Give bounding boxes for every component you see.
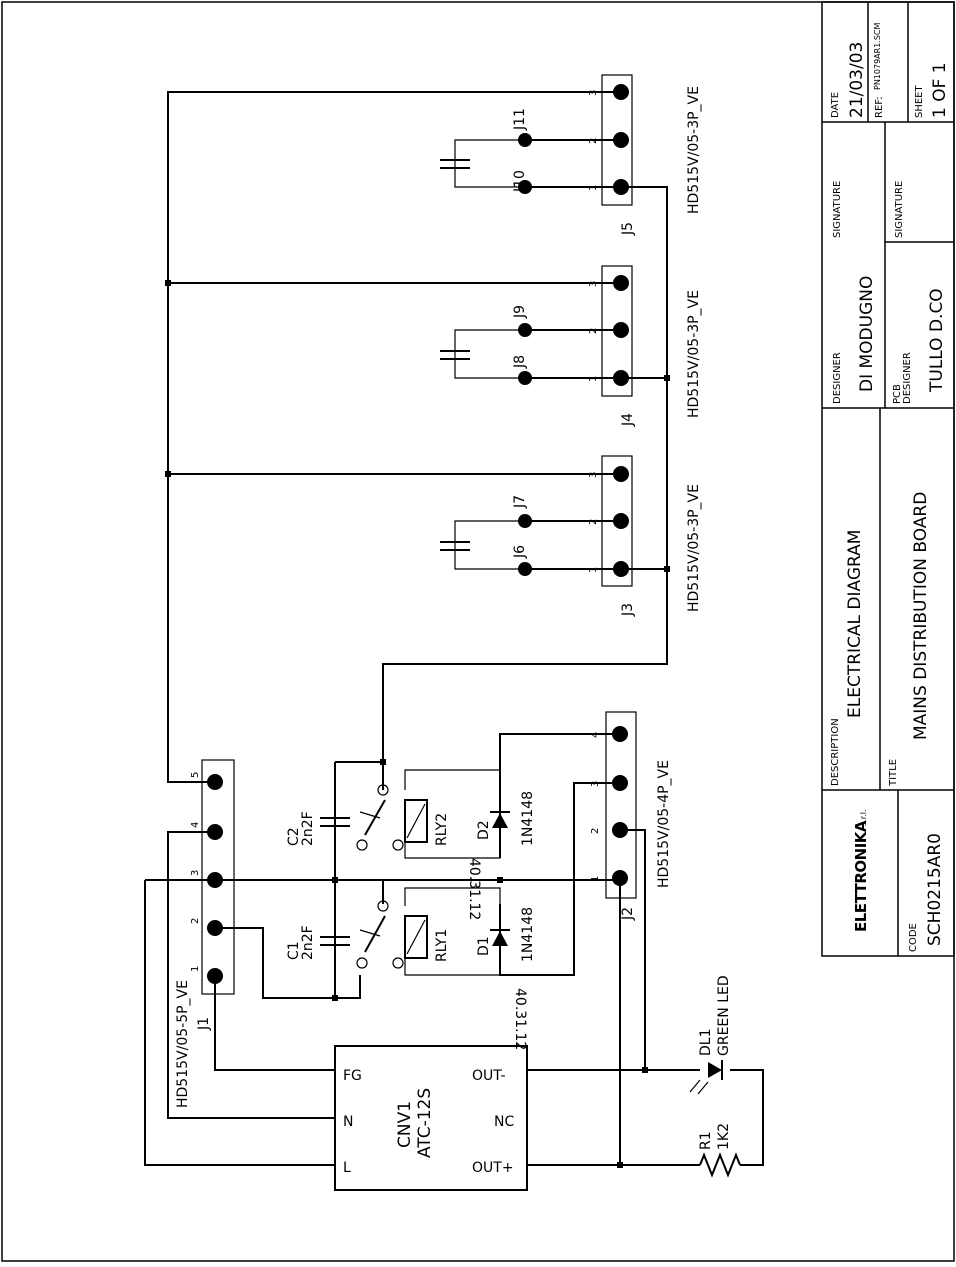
signature-label: SIGNATURE xyxy=(832,181,843,238)
title-label: TITLE xyxy=(888,759,899,787)
j4-ref: J4 xyxy=(620,413,636,427)
c2-ref: C2 xyxy=(286,827,302,846)
date-value: 21/03/03 xyxy=(847,42,867,118)
j1-pin-label-1: 1 xyxy=(190,966,201,972)
connector-j5: 3 2 1 HD515V/05-3P_VE J5 xyxy=(588,74,702,236)
wiring xyxy=(144,91,764,1168)
designer-value: DI MODUGNO xyxy=(857,276,877,392)
j5-value: HD515V/05-3P_VE xyxy=(686,86,702,214)
connector-j4: 3 2 1 HD515V/05-3P_VE J4 xyxy=(588,265,702,427)
j2-pin-label-1: 1 xyxy=(590,876,601,882)
j6-ref: J6 xyxy=(512,545,528,559)
description-label: DESCRIPTION xyxy=(830,718,841,786)
signature-label-pcb: SIGNATURE xyxy=(894,181,905,238)
rly1-ref: RLY1 xyxy=(434,929,450,962)
cnv1-pin-fg: FG xyxy=(343,1068,362,1084)
title-block: DATE 21/03/03 REF: PN1079AR1.SCM SHEET 1… xyxy=(821,1,955,957)
j3-value: HD515V/05-3P_VE xyxy=(686,484,702,612)
j4-value: HD515V/05-3P_VE xyxy=(686,290,702,418)
jumpers-j6-j7: J6 J7 xyxy=(440,495,621,576)
led-dl1: DL1 GREEN LED xyxy=(689,975,732,1095)
dl1-ref: DL1 xyxy=(698,1029,714,1057)
code-value: SCH0215AR0 xyxy=(925,833,945,946)
j2-ref: J2 xyxy=(620,907,636,921)
c1-value: 2n2F xyxy=(300,925,316,960)
j2-value: HD515V/05-4P_VE xyxy=(656,760,672,888)
sheet-label: SHEET xyxy=(914,84,925,118)
dl1-value: GREEN LED xyxy=(716,975,732,1056)
j8-ref: J8 xyxy=(512,355,528,369)
connector-j2: 4 3 2 1 HD515V/05-4P_VE J2 xyxy=(590,711,672,921)
j1-pin-label-3: 3 xyxy=(190,870,201,876)
sheet-value: 1 OF 1 xyxy=(930,62,950,118)
jumpers-j8-j9: J8 J9 xyxy=(440,305,621,385)
relay-rly2: RLY2 40.31.12 40.31.12 xyxy=(356,784,482,920)
designer-label: DESIGNER xyxy=(832,352,843,404)
r1-value: 1K2 xyxy=(716,1123,732,1150)
j1-pin-label-5: 5 xyxy=(190,772,201,778)
company-logo: ELETTRONIKA s.r.l. xyxy=(852,809,870,932)
j11-ref: J11 xyxy=(512,108,528,131)
j1-pin-label-4: 4 xyxy=(190,822,201,828)
j9-ref: J9 xyxy=(512,305,528,319)
cnv1-pin-out-minus: OUT- xyxy=(472,1068,506,1084)
converter-cnv1: FG N L OUT- NC OUT+ CNV1 ATC-12S xyxy=(334,1045,528,1191)
resistor-r1: R1 1K2 xyxy=(698,1123,741,1178)
cnv1-pin-out-plus: OUT+ xyxy=(472,1160,514,1176)
d1-ref: D1 xyxy=(476,936,492,956)
d2-ref: D2 xyxy=(476,820,492,840)
j1-value: HD515V/05-5P_VE xyxy=(175,980,191,1108)
jumpers-j10-j11: J10 J11 xyxy=(440,108,621,194)
connector-j3: 3 2 1 HD515V/05-3P_VE J3 xyxy=(588,455,702,617)
cnv1-pin-l: L xyxy=(343,1160,351,1176)
description-value: ELECTRICAL DIAGRAM xyxy=(845,530,865,718)
j7-ref: J7 xyxy=(512,495,528,509)
svg-text:s.r.l.: s.r.l. xyxy=(859,809,868,826)
diode-d1: D1 1N4148 xyxy=(476,907,536,962)
diode-d2: D2 1N4148 xyxy=(476,791,536,846)
cnv1-ref: CNV1 xyxy=(395,1101,415,1148)
svg-text:ELETTRONIKA: ELETTRONIKA xyxy=(852,820,870,932)
j5-ref: J5 xyxy=(620,222,636,236)
j10-ref: J10 xyxy=(512,170,528,193)
capacitor-c1: C1 2n2F xyxy=(286,925,350,960)
d1-value: 1N4148 xyxy=(520,907,536,962)
d2-value: 1N4148 xyxy=(520,791,536,846)
j1-pin-label-2: 2 xyxy=(190,918,201,924)
pcb-designer-value: TULLO D.CO xyxy=(927,288,947,393)
ref-label: REF: xyxy=(874,96,885,118)
pcb-designer-label: PCB xyxy=(892,384,903,404)
connector-j1: 5 4 3 2 1 HD515V/05-5P_VE J1 xyxy=(175,759,235,1108)
ref-value: PN1079AR1.SCM xyxy=(873,23,882,90)
j3-ref: J3 xyxy=(620,603,636,617)
cnv1-value: ATC-12S xyxy=(415,1088,435,1158)
title-value: MAINS DISTRIBUTION BOARD xyxy=(911,492,931,740)
relay-rly1: RLY1 40.31.12 xyxy=(356,900,528,1050)
rly1-value: 40.31.12 xyxy=(512,988,528,1050)
pcb-designer-label-2: DESIGNER xyxy=(902,352,913,404)
j2-pin-label-2: 2 xyxy=(590,828,601,834)
cnv1-pin-nc: NC xyxy=(494,1114,514,1130)
c1-ref: C1 xyxy=(286,941,302,960)
rly2-ref: RLY2 xyxy=(434,813,450,846)
r1-ref: R1 xyxy=(698,1131,714,1150)
j1-ref: J1 xyxy=(196,1017,212,1031)
capacitor-c2: C2 2n2F xyxy=(286,811,350,846)
date-label: DATE xyxy=(830,92,841,118)
cnv1-pin-n: N xyxy=(343,1114,353,1130)
code-label: CODE xyxy=(908,923,919,952)
c2-value: 2n2F xyxy=(300,811,316,846)
rly2-value-label: 40.31.12 xyxy=(466,858,482,920)
